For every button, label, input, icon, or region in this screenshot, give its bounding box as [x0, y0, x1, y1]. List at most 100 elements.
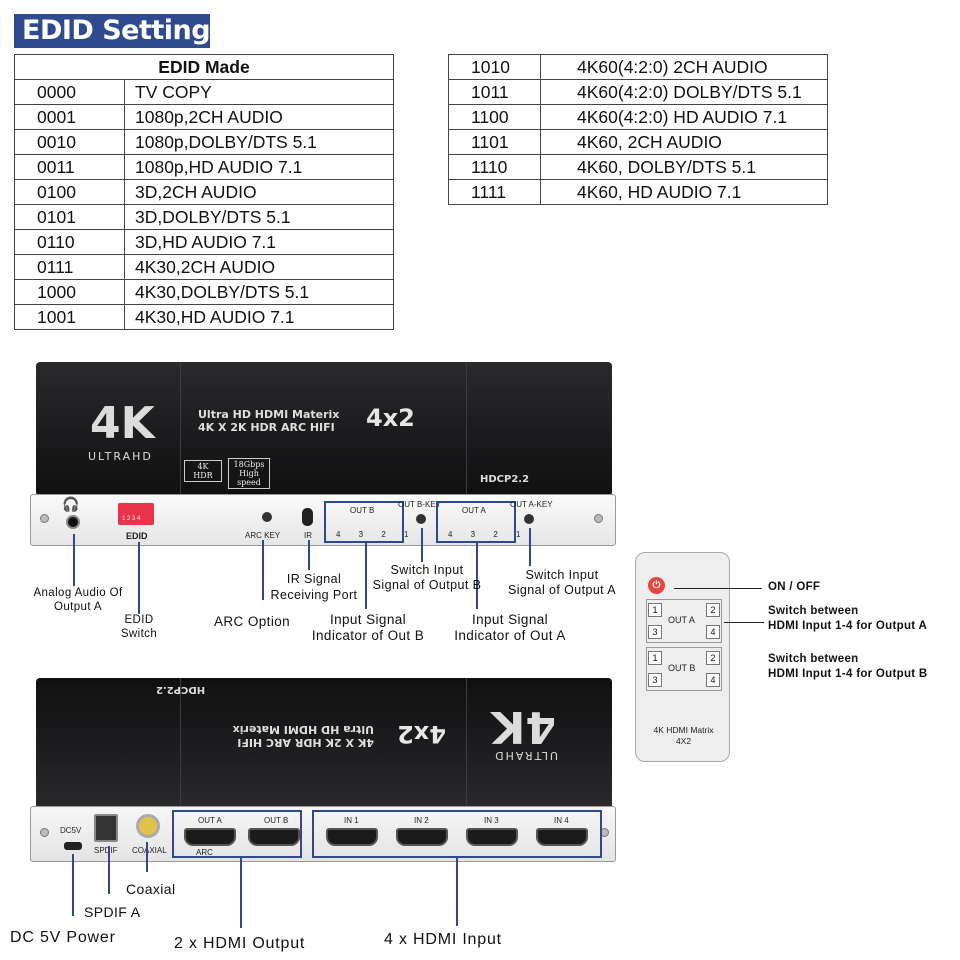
out-a-indicator-box [436, 501, 516, 543]
callout-indicator-b: Input Signal Indicator of Out B [311, 612, 425, 643]
edid-code: 0000 [14, 79, 125, 105]
dc-label: DC5V [60, 826, 82, 835]
screw [40, 514, 49, 523]
callout-ir-signal: IR Signal Receiving Port [270, 572, 358, 602]
edid-desc: 3D,HD AUDIO 7.1 [124, 229, 394, 255]
callout-line [308, 540, 310, 570]
remote-footer: 4K HDMI Matrix 4X2 [653, 725, 714, 746]
arc-key-button[interactable] [262, 512, 272, 522]
callout-line [72, 854, 74, 916]
hdmi-in4-port[interactable] [536, 828, 588, 846]
hdmi-in2-port[interactable] [396, 828, 448, 846]
out-b-label: OUT B [350, 506, 375, 515]
callout-indicator-a: Input Signal Indicator of Out A [454, 612, 566, 643]
coaxial-port[interactable] [136, 814, 160, 838]
callout-line [138, 542, 140, 614]
hdcp-label: HDCP2.2 [480, 474, 530, 485]
hdmi-out-a-port[interactable] [184, 828, 236, 846]
logo-4k-back: 4K [491, 701, 556, 752]
remote-key-a2[interactable]: 2 [706, 603, 720, 617]
out-a-led-numbers: 4 3 2 1 [448, 530, 529, 539]
callout-switch-a: Switch Input Signal of Output A [508, 568, 616, 597]
device-model-back: 4x2 [397, 720, 446, 748]
callout-hdmi-input: 4 x HDMI Input [384, 931, 502, 948]
edid-code: 1111 [448, 179, 541, 205]
edid-desc: 4K60, 2CH AUDIO [540, 129, 828, 155]
callout-line [421, 528, 423, 562]
remote-desc-b: Switch between HDMI Input 1-4 for Output… [768, 653, 928, 680]
edid-code: 1011 [448, 79, 541, 105]
ir-label: IR [304, 531, 312, 540]
remote-key-a4[interactable]: 4 [706, 625, 720, 639]
hdmi-in1-port[interactable] [326, 828, 378, 846]
out-a-label: OUT A [462, 506, 486, 515]
remote-key-b1[interactable]: 1 [648, 651, 662, 665]
edid-desc: 1080p,DOLBY/DTS 5.1 [124, 129, 394, 155]
analog-audio-jack[interactable] [66, 515, 80, 529]
remote-key-b2[interactable]: 2 [706, 651, 720, 665]
device-model: 4x2 [366, 404, 415, 432]
callout-arc-option: ARC Option [214, 614, 291, 629]
callout-line [674, 588, 762, 589]
screw [40, 828, 49, 837]
hdmi-in3-port[interactable] [466, 828, 518, 846]
hdmi-input-box [312, 810, 602, 858]
remote-on-off: ON / OFF [768, 581, 821, 593]
edid-code: 1001 [14, 304, 125, 330]
in4-label: IN 4 [554, 816, 569, 825]
dc-power-port[interactable] [64, 842, 82, 850]
edid-code: 0011 [14, 154, 125, 180]
spdif-label: SPDIF [94, 846, 118, 855]
callout-hdmi-output: 2 x HDMI Output [174, 935, 306, 952]
remote-key-a3[interactable]: 3 [648, 625, 662, 639]
callout-line [240, 858, 242, 928]
edid-code: 0010 [14, 129, 125, 155]
remote-out-a-label: OUT A [668, 615, 695, 625]
edid-desc: 4K30,2CH AUDIO [124, 254, 394, 280]
remote-control: ⏻ 1 2 3 4 OUT A 1 2 3 4 OUT B 4K HDMI Ma… [635, 552, 730, 762]
edid-label: EDID [126, 531, 148, 541]
device-title-line1-back: Ultra HD HDMI Materix [232, 723, 374, 736]
out-b-key-label: OUT B-KEY [398, 500, 441, 509]
hdmi-out-b-port[interactable] [248, 828, 300, 846]
hdcp-label-back: HDCP2.2 [156, 684, 206, 695]
edid-dip-switch[interactable]: 1 2 3 4 [118, 503, 154, 525]
edid-code: 1101 [448, 129, 541, 155]
callout-line [108, 846, 110, 894]
edid-code: 0111 [14, 254, 125, 280]
callout-line [724, 622, 764, 623]
edid-code: 1000 [14, 279, 125, 305]
out-b-key-button[interactable] [416, 514, 426, 524]
edid-code: 0110 [14, 229, 125, 255]
edid-table-header: EDID Made [14, 54, 394, 80]
callout-switch-b: Switch Input Signal of Output B [372, 563, 482, 592]
power-icon[interactable]: ⏻ [648, 577, 665, 594]
out-a-key-button[interactable] [524, 514, 534, 524]
edid-setting-banner: EDID Setting: [14, 14, 221, 48]
edid-code: 1100 [448, 104, 541, 130]
spdif-port[interactable] [94, 814, 118, 842]
in1-label: IN 1 [344, 816, 359, 825]
remote-key-a1[interactable]: 1 [648, 603, 662, 617]
remote-key-b4[interactable]: 4 [706, 673, 720, 687]
edid-desc: 1080p,HD AUDIO 7.1 [124, 154, 394, 180]
device-back-top: 4K ULTRAHD Ultra HD HDMI Materix 4K X 2K… [36, 678, 612, 810]
edid-desc: 4K60(4:2:0) DOLBY/DTS 5.1 [540, 79, 828, 105]
remote-key-b3[interactable]: 3 [648, 673, 662, 687]
edid-desc: 4K60, HD AUDIO 7.1 [540, 179, 828, 205]
out-b-port-label: OUT B [264, 816, 289, 825]
